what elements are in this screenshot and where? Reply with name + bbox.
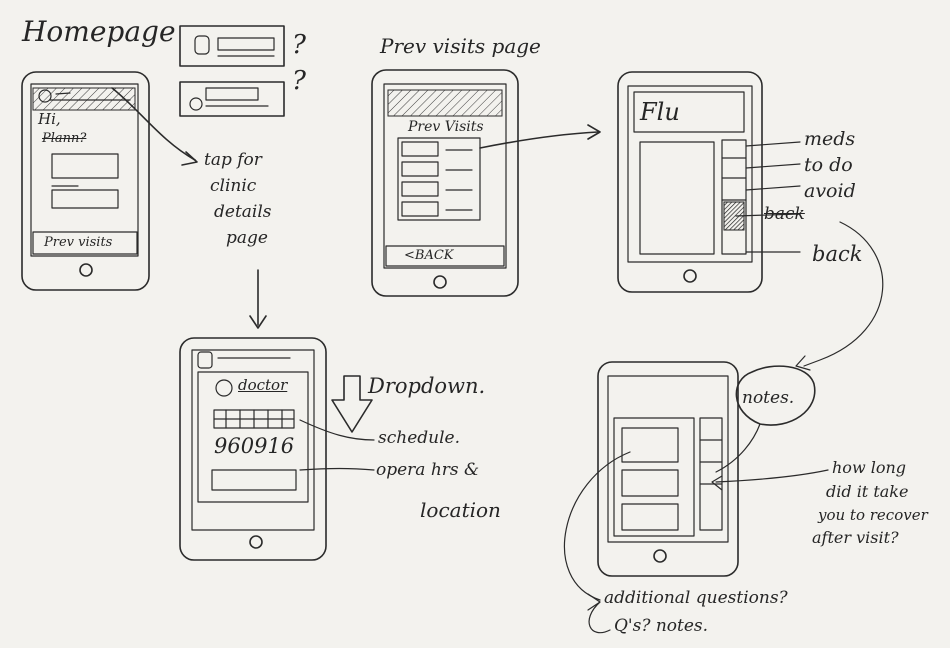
visit-detail-phone: [617, 71, 801, 293]
schedule-label: schedule.: [378, 428, 460, 448]
prev-visits-heading: Prev Visits: [408, 119, 484, 135]
visit-detail-menu-back-struck: back: [764, 204, 805, 224]
homepage-phone: [21, 71, 150, 291]
tap-note-line-2: clinic: [210, 176, 257, 196]
visit-detail-menu-todo[interactable]: to do: [804, 154, 853, 176]
homepage-greeting-name: Plann?: [42, 131, 87, 146]
recovery-question-line-2: did it take: [826, 482, 909, 501]
homepage-prev-visits-bar[interactable]: Prev visits: [44, 235, 113, 250]
card-options: [179, 25, 285, 117]
tap-note-line-1: tap for: [204, 150, 262, 170]
card-question-mark-1: ?: [292, 30, 306, 60]
visit-detail-menu-back[interactable]: back: [812, 242, 863, 266]
homepage-greeting: Hi,: [38, 110, 61, 128]
tap-note-line-4: page: [226, 228, 268, 248]
tap-note-line-3: details: [214, 202, 272, 222]
additional-questions-label: additional questions?: [604, 588, 788, 608]
dropdown-label: Dropdown.: [368, 374, 486, 398]
notes-bubble-label: notes.: [742, 388, 795, 408]
clinic-details-phone: [179, 337, 327, 561]
visit-detail-menu-avoid[interactable]: avoid: [804, 180, 856, 202]
recovery-question-line-1: how long: [832, 458, 907, 477]
prev-visits-phone: [371, 69, 519, 297]
homepage-title: Homepage: [22, 15, 176, 48]
prev-visits-page-title: Prev visits page: [380, 34, 541, 58]
prev-visits-back-button[interactable]: <BACK: [404, 248, 454, 263]
clinic-doctor-label: doctor: [238, 376, 288, 394]
qs-notes-label: Q's? notes.: [614, 616, 709, 636]
visit-detail-title: Flu: [640, 98, 680, 126]
clinic-code: 960916: [214, 434, 295, 458]
recovery-question-line-3: you to recover: [818, 506, 928, 524]
recovery-question-line-4: after visit?: [812, 528, 899, 547]
visit-detail-menu-meds[interactable]: meds: [804, 128, 856, 150]
hours-label-line-2: location: [420, 498, 501, 522]
card-question-mark-2: ?: [292, 66, 306, 96]
hours-label-line-1: opera hrs &: [376, 460, 480, 480]
notes-phone: [597, 361, 739, 577]
